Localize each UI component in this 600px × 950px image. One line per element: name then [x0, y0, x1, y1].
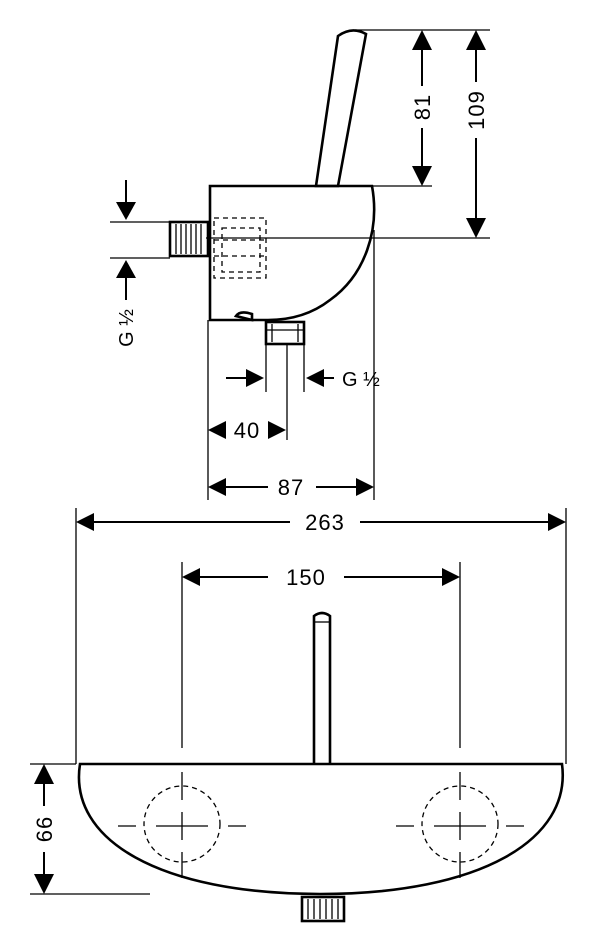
dim-66: 66: [32, 764, 57, 894]
right-connection-circle: [396, 772, 524, 878]
dim-150-label: 150: [286, 565, 326, 590]
body-notch: [233, 311, 254, 322]
lever-handle: [314, 29, 368, 188]
mixer-body-front: [77, 762, 565, 896]
dim-40-label: 40: [234, 418, 260, 443]
dim-150: 150: [182, 565, 460, 590]
side-view: 81 109 G ½ G ½ 40: [110, 29, 490, 500]
dim-81-label: 81: [410, 94, 435, 120]
dim-109-label: 109: [464, 90, 489, 130]
dim-thread-bottom: G ½: [226, 369, 380, 391]
dim-66-label: 66: [32, 816, 57, 842]
dim-263-label: 263: [305, 510, 345, 535]
bottom-spout: [300, 895, 346, 923]
dim-87-label: 87: [278, 475, 304, 500]
lever-front: [312, 611, 332, 764]
dim-81: 81: [410, 30, 435, 186]
mixer-body: [208, 184, 376, 322]
dim-263: 263: [76, 510, 566, 535]
front-view: 263 150: [30, 508, 567, 923]
dim-thread-left: G ½: [116, 180, 138, 347]
dim-109: 109: [464, 30, 489, 238]
internal-cartridge: [213, 217, 267, 279]
left-connection-circle: [118, 772, 246, 878]
dim-87: 87: [208, 475, 374, 500]
bottom-outlet-fitting: [264, 320, 306, 346]
dim-thread-left-label: G ½: [116, 309, 138, 347]
dim-thread-bottom-label: G ½: [342, 369, 380, 391]
dim-40: 40: [208, 418, 286, 443]
left-inlet-fitting: [168, 220, 210, 258]
